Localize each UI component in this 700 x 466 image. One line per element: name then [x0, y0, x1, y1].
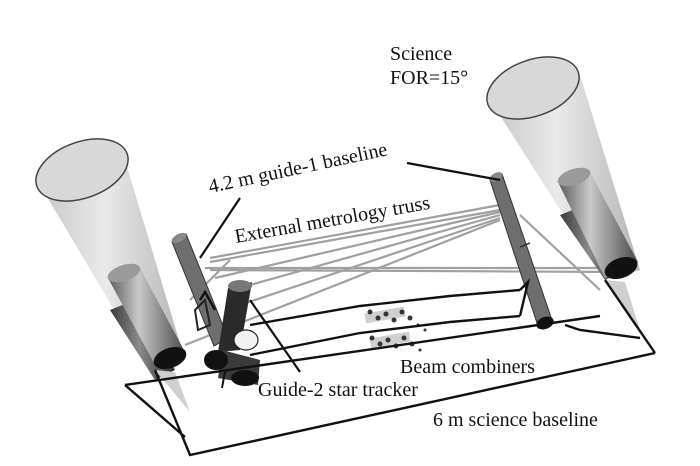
label-guide1-baseline: 4.2 m guide-1 baseline: [206, 138, 389, 197]
beam-combiner-bench: [364, 306, 427, 352]
label-beam-combiners: Beam combiners: [400, 356, 535, 378]
optical-paths: [124, 278, 656, 457]
leader-guide1-right: [406, 161, 501, 182]
label-science-line2: FOR=15°: [390, 67, 468, 89]
leader-guide1: [199, 197, 241, 259]
leader-guide2: [249, 299, 301, 373]
leader-lines: [199, 161, 501, 373]
left-science-telescope: [35, 138, 190, 412]
label-science-baseline: 6 m science baseline: [433, 409, 598, 431]
label-guide2-tracker: Guide-2 star tracker: [258, 379, 418, 401]
left-guide1-siderostat: [171, 232, 229, 347]
label-science-line1: Science: [390, 43, 452, 65]
